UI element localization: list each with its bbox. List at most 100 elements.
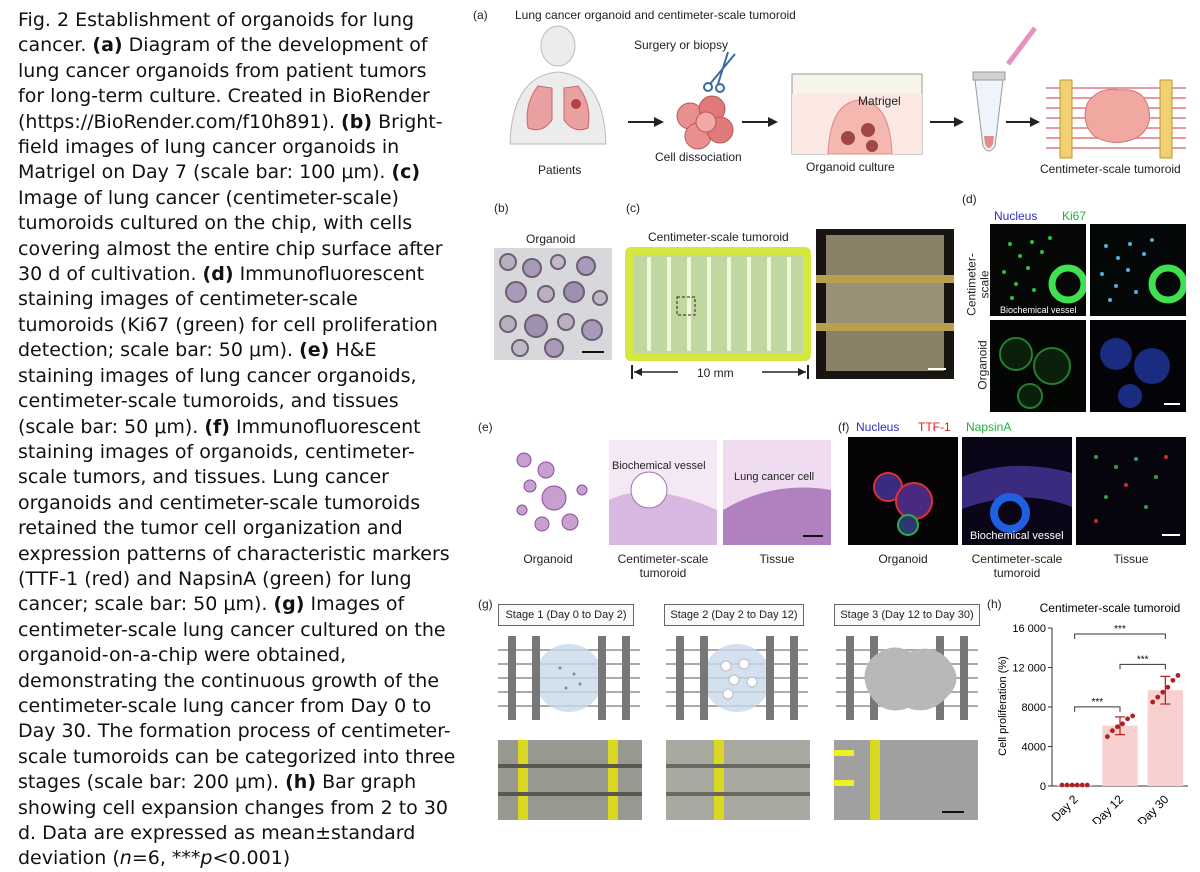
- he-tumoroid-image: [609, 440, 717, 545]
- chip-scale-line: [631, 365, 809, 379]
- caption-label-e: (e): [299, 339, 330, 362]
- caption-text-d: Immunofluorescent staining images of cen…: [18, 263, 438, 362]
- tumoroid-nucleus-image: [1090, 224, 1186, 316]
- caption-title: Fig. 2 Establishment of organoids for lu…: [18, 9, 415, 57]
- cell-cluster: [676, 95, 734, 150]
- x-tick-label: Day 30: [1135, 792, 1172, 824]
- significance-bracket: [1074, 633, 1166, 639]
- f-tumoroid-label: Centimeter-scale tumoroid: [971, 552, 1063, 580]
- cell-label-e: Lung cancer cell: [734, 471, 815, 483]
- ttf-legend: TTF-1: [918, 420, 951, 434]
- stage-2-diagram: [666, 636, 808, 720]
- organoid-merge-image: [1090, 320, 1186, 412]
- chart-title: Centimeter-scale tumoroid: [1040, 601, 1181, 615]
- stage-diagrams: [498, 636, 978, 820]
- data-point: [1059, 782, 1065, 788]
- vessel-label-d: Biochemical vessel: [1000, 305, 1077, 315]
- panel-a-diagram: [509, 25, 1186, 159]
- data-point: [1079, 782, 1085, 788]
- data-point: [1110, 728, 1115, 734]
- chip-icon: [1046, 79, 1186, 159]
- f-organoid-label: Organoid: [878, 552, 928, 566]
- he-organoid-image: [494, 440, 602, 545]
- napsin-legend: NapsinA: [966, 420, 1012, 434]
- patients-label: Patients: [538, 163, 582, 177]
- caption-label-g: (g): [273, 593, 305, 616]
- scissors-icon: [703, 51, 736, 93]
- caption-label-h: (h): [285, 771, 317, 794]
- data-point: [1150, 699, 1156, 705]
- e-tumoroid-label: Centimeter-scale tumoroid: [617, 552, 709, 580]
- data-point: [1175, 673, 1181, 678]
- y-tick-label: 4000: [1022, 742, 1046, 754]
- data-point: [1165, 684, 1171, 690]
- panel-g-label: (g): [478, 597, 493, 611]
- organoid-ki67-image: [990, 320, 1086, 412]
- ki67-legend: Ki67: [1062, 209, 1087, 223]
- data-point: [1160, 689, 1166, 695]
- caption-end: <0.001): [212, 847, 291, 870]
- panel-h-label: (h): [987, 597, 1002, 611]
- if-tissue-image: [1076, 437, 1186, 545]
- row-label-organoid: Organoid: [975, 340, 990, 390]
- patient-figure: [509, 25, 607, 145]
- caption-label-a: (a): [92, 34, 123, 57]
- data-point: [1115, 724, 1120, 730]
- panel-c-title: Centimeter-scale tumoroid: [648, 230, 789, 244]
- significance-label: ***: [1137, 654, 1149, 665]
- panel-c-label: (c): [626, 201, 640, 215]
- stage-3-box: Stage 3 (Day 12 to Day 30): [834, 604, 980, 626]
- matrigel-label: Matrigel: [858, 94, 901, 108]
- caption-label-b: (b): [341, 110, 373, 133]
- culture-dish: [791, 73, 923, 155]
- y-tick-label: 8000: [1022, 702, 1046, 714]
- data-point: [1120, 721, 1125, 727]
- significance-bracket: [1074, 706, 1121, 712]
- figure-caption: Fig. 2 Establishment of organoids for lu…: [18, 8, 458, 872]
- data-point: [1125, 716, 1130, 722]
- chart-ylabel: Cell proliferation (%): [997, 656, 1009, 756]
- tube-icon: [972, 26, 1037, 152]
- caption-text-a: Diagram of the development of lung cance…: [18, 34, 430, 133]
- surgery-label: Surgery or biopsy: [634, 38, 729, 52]
- if-organoid-image: [848, 437, 958, 545]
- significance-bracket: [1119, 663, 1166, 670]
- bar-day-30: [1147, 690, 1184, 786]
- caption-p: p: [200, 847, 213, 870]
- y-tick-label: 12 000: [1012, 663, 1046, 675]
- he-tissue-image: [723, 440, 831, 545]
- y-tick-label: 16 000: [1012, 623, 1046, 635]
- dissociation-label: Cell dissociation: [655, 150, 742, 164]
- caption-text-g: Images of centimeter-scale lung cancer c…: [18, 593, 456, 794]
- tumoroid-ki67-image: [990, 224, 1086, 316]
- data-point: [1130, 713, 1136, 719]
- e-tissue-label: Tissue: [759, 552, 795, 566]
- nucleus-legend: Nucleus: [994, 209, 1038, 223]
- caption-text-f: Immunofluorescent staining images of org…: [18, 415, 450, 616]
- stage-1-box: Stage 1 (Day 0 to Day 2): [498, 604, 634, 626]
- stage-3-diagram: [836, 636, 978, 720]
- stage-1-diagram: [498, 636, 640, 720]
- panel-e-label: (e): [478, 420, 493, 434]
- caption-text-b: Bright-field images of lung cancer organ…: [18, 110, 443, 184]
- e-organoid-label: Organoid: [523, 552, 573, 566]
- stage-3-photo: [834, 740, 978, 820]
- caption-label-d: (d): [202, 263, 234, 286]
- caption-label-f: (f): [204, 415, 230, 438]
- panel-b-title: Organoid: [526, 232, 576, 246]
- significance-label: ***: [1114, 624, 1126, 635]
- panel-d-label: (d): [962, 192, 977, 206]
- panel-f-label: (f): [838, 420, 850, 434]
- y-tick-label: 0: [1040, 781, 1046, 793]
- chip-scale-label: 10 mm: [697, 366, 734, 380]
- data-point: [1064, 782, 1070, 788]
- caption-label-c: (c): [391, 161, 421, 184]
- chip-photo: [625, 247, 811, 361]
- stage-1-photo: [498, 740, 642, 820]
- caption-mid: =6, ***: [131, 847, 201, 870]
- data-point: [1155, 694, 1161, 700]
- f-tissue-label: Tissue: [1113, 552, 1149, 566]
- cell-proliferation-chart: Centimeter-scale tumoroid Cell prolifera…: [997, 601, 1188, 824]
- organoid-brightfield-image: [494, 248, 612, 360]
- data-point: [1170, 677, 1176, 683]
